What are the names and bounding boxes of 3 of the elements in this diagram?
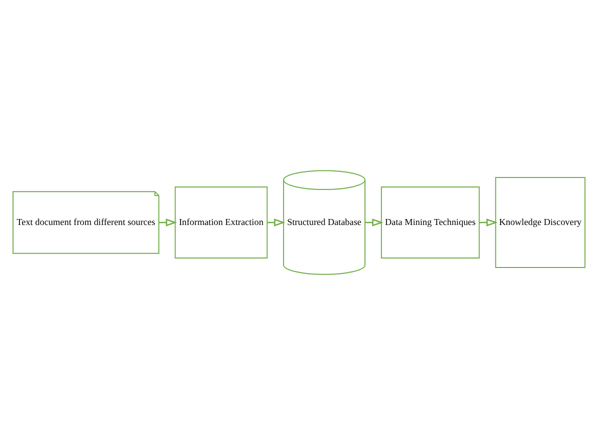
node-box: Data Mining Techniques: [380, 186, 480, 258]
node-box: Information Extraction: [174, 186, 268, 258]
node-box: Knowledge Discovery: [495, 176, 586, 268]
